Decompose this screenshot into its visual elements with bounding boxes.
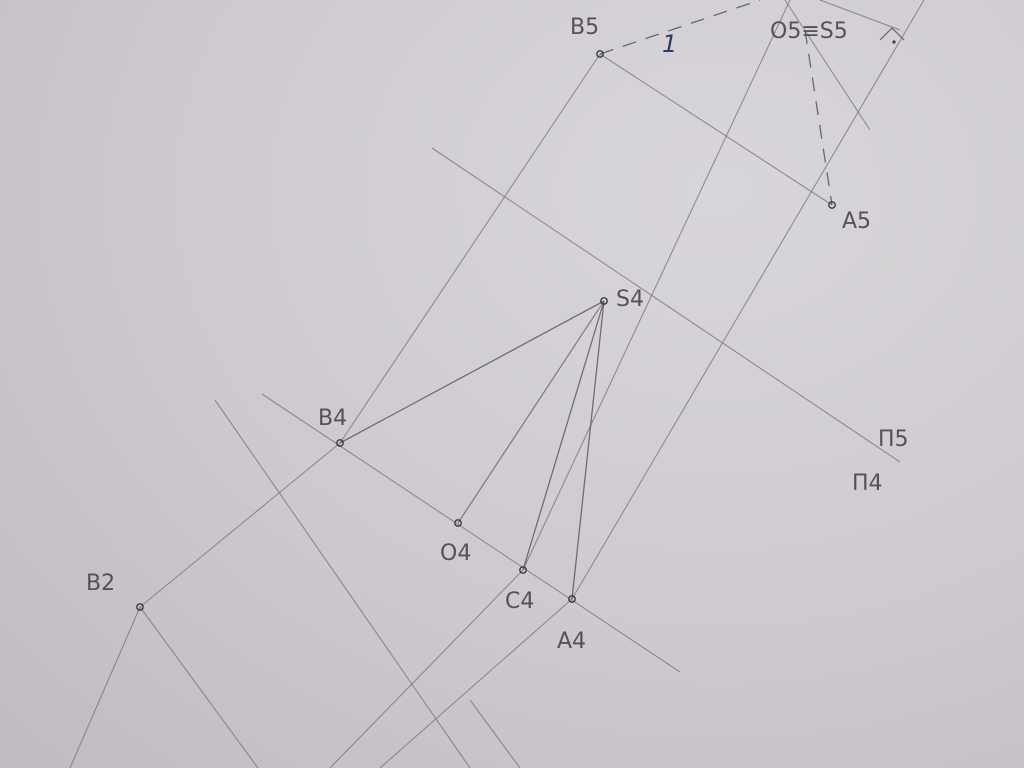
dash-b5-s5 [599,0,761,55]
projector-a4-a5 [571,0,925,600]
label-o5-s5: O5≡S5 [770,19,848,44]
label-one: 1 [662,30,677,58]
label-o4: O4 [440,541,471,566]
line-b2-down [139,606,259,768]
line-bottom-c [469,699,521,768]
label-s4: S4 [616,287,644,312]
edge-s4-a4 [571,300,605,600]
line-lower-left [214,399,471,768]
dash-s5-a5 [804,29,833,206]
edge-s4-b4 [339,300,605,444]
label-b2: B2 [86,571,115,596]
line-bottom-a [329,569,524,768]
pyramid-edges [339,300,605,600]
right-angle-marker [879,27,905,44]
label-pi4: Π4 [852,471,883,496]
label-c4: C4 [505,589,534,614]
label-a4: A4 [557,629,586,654]
dashed-lines [599,0,833,206]
point-a4 [568,595,576,603]
projector-c4-up [522,0,791,571]
label-a5: A5 [842,209,871,234]
point-a5 [828,201,836,209]
point-c4 [519,566,527,574]
point-b5 [596,50,604,58]
label-b4: B4 [318,406,347,431]
edge-s4-c4 [522,300,605,571]
line-b4-a4-c4 [261,393,681,673]
point-b4 [336,439,344,447]
points [136,50,836,611]
line-bottom-b [379,598,573,768]
edge-s4-o4 [457,300,605,524]
point-b2 [136,603,144,611]
point-s4 [600,297,608,305]
label-pi5: Π5 [878,427,909,452]
construction-lines [69,0,925,768]
point-o4 [454,519,462,527]
labels: B5 O5≡S5 A5 S4 B4 O4 C4 A4 B2 Π5 Π4 1 [86,15,909,654]
line-right-edge [784,0,871,131]
projector-b4-b5 [339,53,601,444]
line-top-right [819,0,901,31]
line-b2-b4 [139,442,341,608]
axis-pi5-pi4 [431,147,901,463]
line-b2-left [69,606,141,768]
line-b5-a5 [599,53,833,206]
label-b5: B5 [570,15,599,40]
